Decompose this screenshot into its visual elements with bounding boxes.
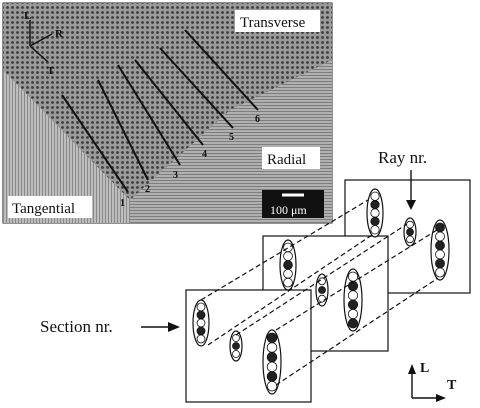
ray-cell — [407, 229, 414, 236]
micrograph-panel: 1 2 3 4 5 6 L R T Transverse Radial Tang… — [3, 3, 332, 223]
ray-cell — [319, 287, 326, 294]
micrograph-axis-l: L — [24, 10, 31, 22]
section-arrow-icon — [141, 322, 180, 332]
ray-cell — [371, 192, 379, 200]
ray-cell — [348, 309, 357, 318]
ray-cell — [197, 335, 205, 343]
ray-cell — [436, 232, 445, 241]
ray-cell — [436, 223, 445, 232]
ray-cell — [284, 252, 293, 261]
label-transverse: Transverse — [240, 15, 306, 31]
ray-cell — [197, 327, 205, 335]
ray-cell — [197, 303, 205, 311]
ray-cell — [348, 300, 357, 309]
section-number-2: 2 — [145, 184, 150, 195]
ray-cell — [233, 335, 240, 342]
section-number-5: 5 — [229, 132, 234, 143]
ray-number-label: Ray nr. — [378, 148, 427, 167]
ray-cell — [267, 381, 277, 391]
ray-cell — [267, 362, 277, 372]
ray-cell — [407, 236, 414, 243]
ray-cell — [267, 372, 277, 382]
section-number-label: Section nr. — [40, 317, 113, 336]
ray-cell — [371, 217, 379, 225]
ray-cell — [436, 241, 445, 250]
ray-cell — [371, 226, 379, 234]
micrograph-axis-r: R — [55, 28, 64, 40]
ray-cell — [371, 200, 379, 208]
ray-cell — [348, 272, 357, 281]
section-number-6: 6 — [255, 114, 260, 125]
ray-cell — [284, 243, 293, 252]
label-radial: Radial — [267, 152, 306, 168]
ray-cell — [436, 268, 445, 277]
ray-cell — [233, 351, 240, 358]
ray-cell — [436, 259, 445, 268]
ray-cell — [284, 269, 293, 278]
ray-cell — [407, 221, 414, 228]
ray-cell — [284, 278, 293, 287]
section-number-1: 1 — [120, 198, 125, 209]
ray-cell — [284, 261, 293, 270]
axis-t-arrowhead-icon — [436, 394, 446, 402]
ray-cell — [348, 291, 357, 300]
ray-cell — [436, 250, 445, 259]
section-number-4: 4 — [202, 149, 207, 160]
schematic-axis-t: T — [447, 378, 457, 393]
schematic-axis-l: L — [420, 361, 429, 376]
ray-cell — [197, 311, 205, 319]
ray-cell — [197, 319, 205, 327]
ray-cell — [267, 343, 277, 353]
ray-cell — [348, 319, 357, 328]
micrograph-axis-t: T — [47, 65, 55, 77]
axis-l-arrowhead-icon — [408, 364, 416, 374]
ray-cell — [267, 333, 277, 343]
ray-cell — [371, 209, 379, 217]
ray-cell — [319, 295, 326, 302]
scale-bar-label: 100 μm — [270, 203, 307, 217]
section-number-3: 3 — [173, 170, 178, 181]
ray-cell — [233, 343, 240, 350]
label-tangential: Tangential — [12, 201, 75, 217]
ray-cell — [267, 352, 277, 362]
